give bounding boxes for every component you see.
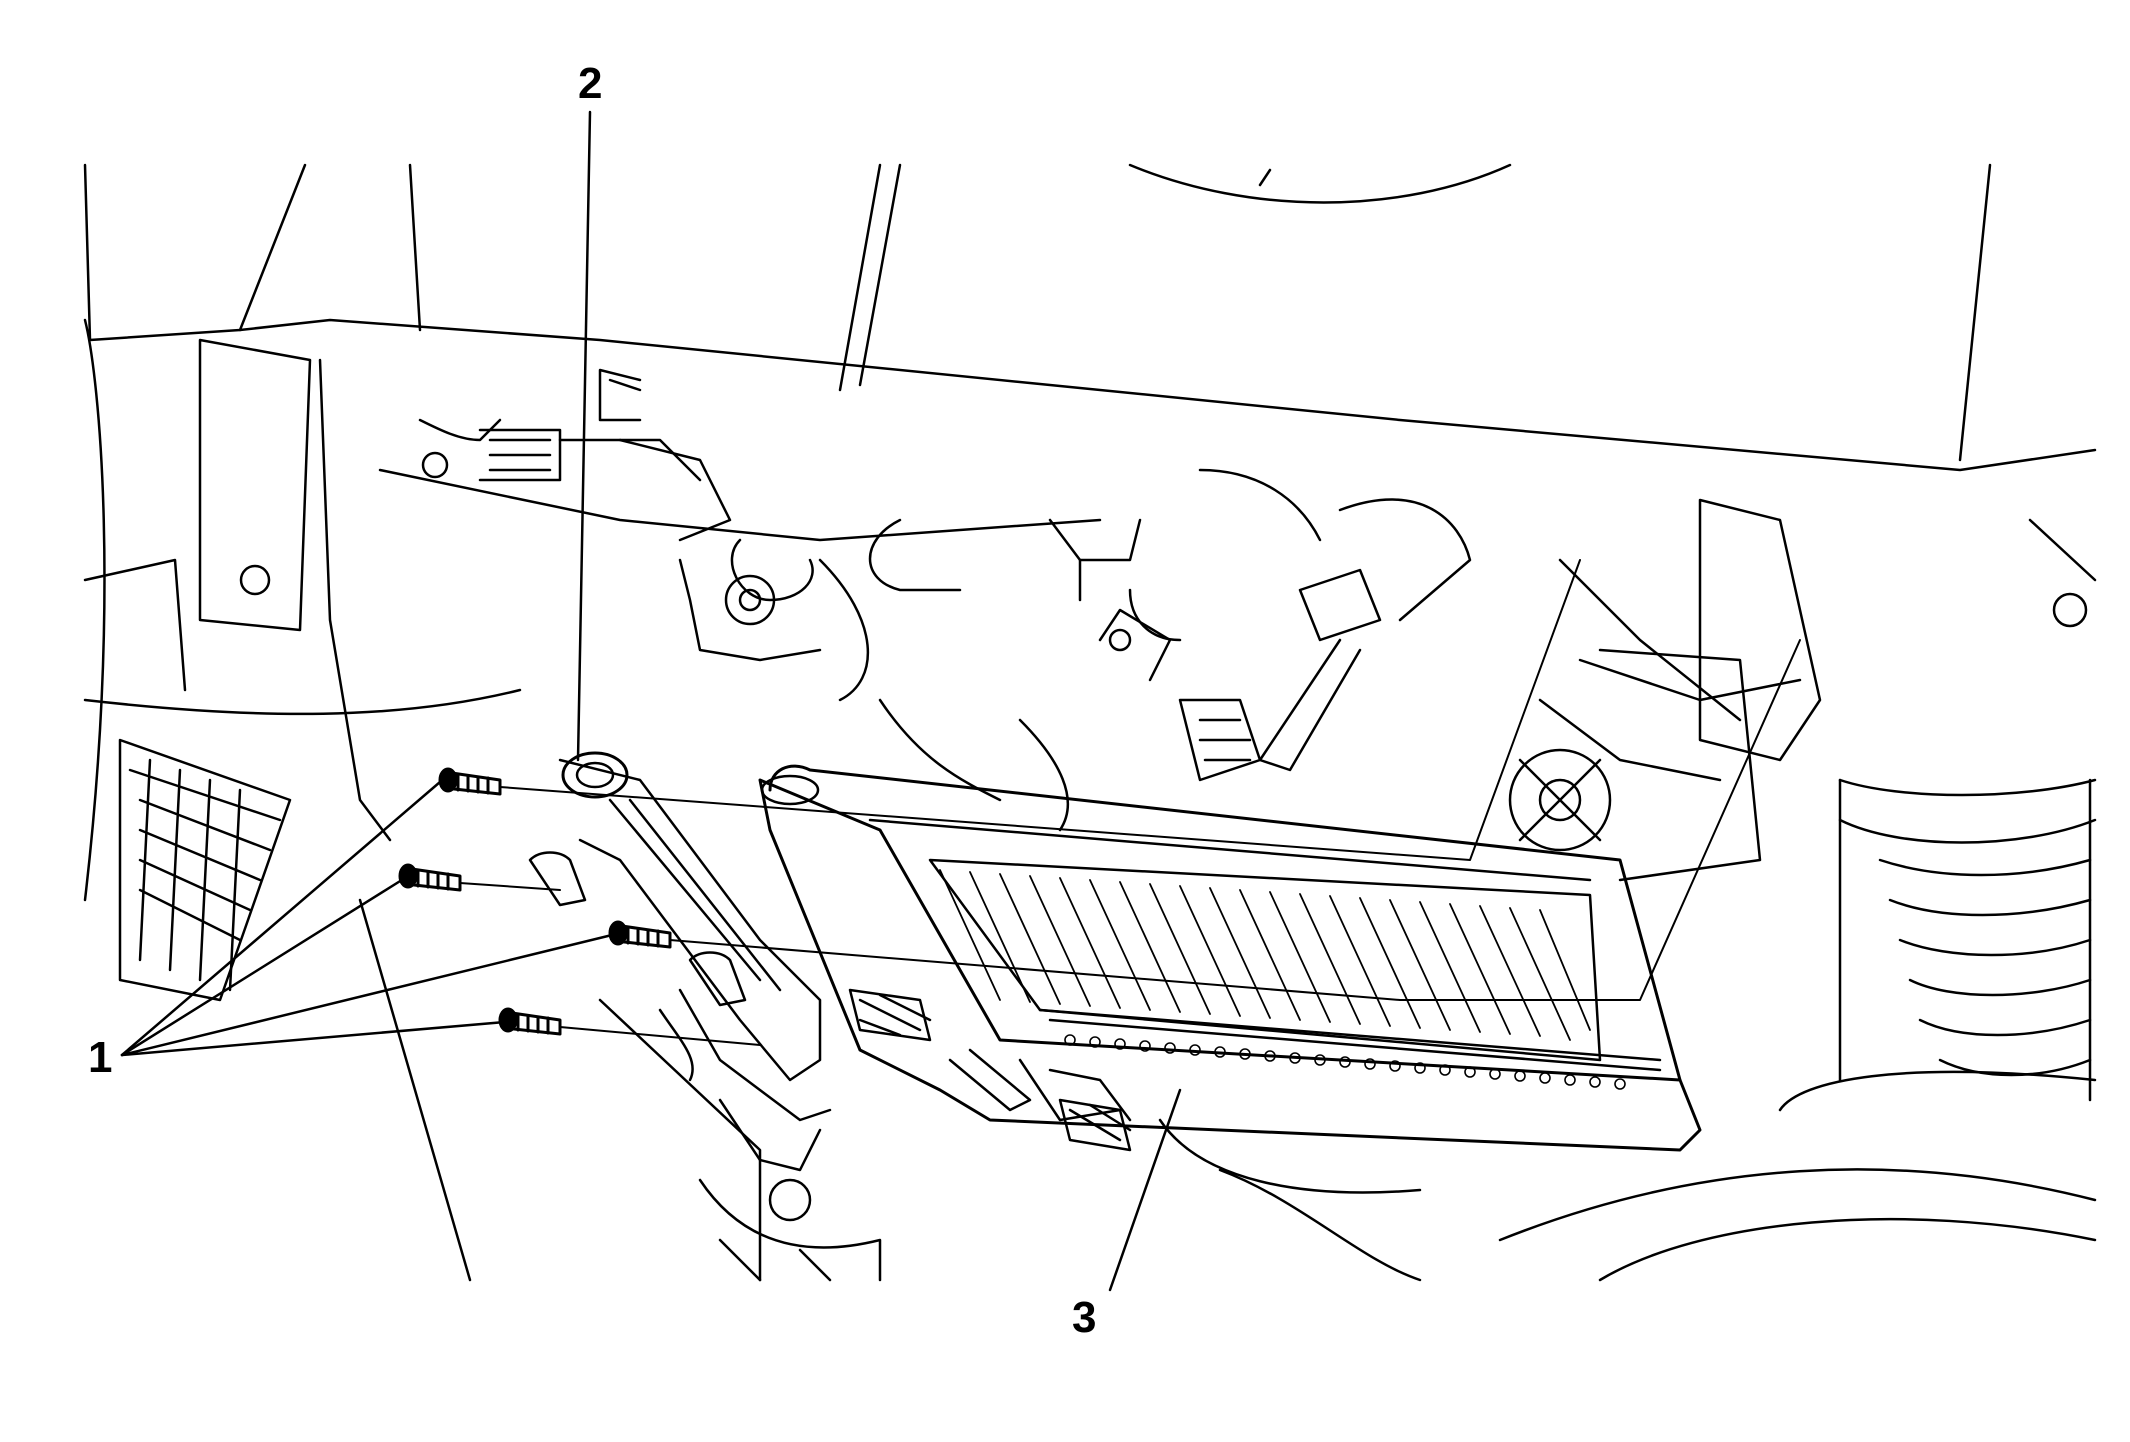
alignment-lines [459, 559, 1801, 1046]
screws [398, 767, 672, 1036]
screw-d [498, 1007, 562, 1036]
callout-2: 2 [578, 59, 603, 108]
screw-b [398, 863, 462, 892]
filter-access-door [528, 751, 1132, 1152]
screw-c [608, 920, 672, 949]
cabin-air-filter [758, 764, 1702, 1152]
callout-1: 1 [88, 1033, 113, 1082]
dashboard-background [83, 163, 2097, 1282]
callout-3: 3 [1072, 1293, 1097, 1342]
leader-lines [120, 110, 1182, 1292]
screw-a [438, 767, 502, 796]
